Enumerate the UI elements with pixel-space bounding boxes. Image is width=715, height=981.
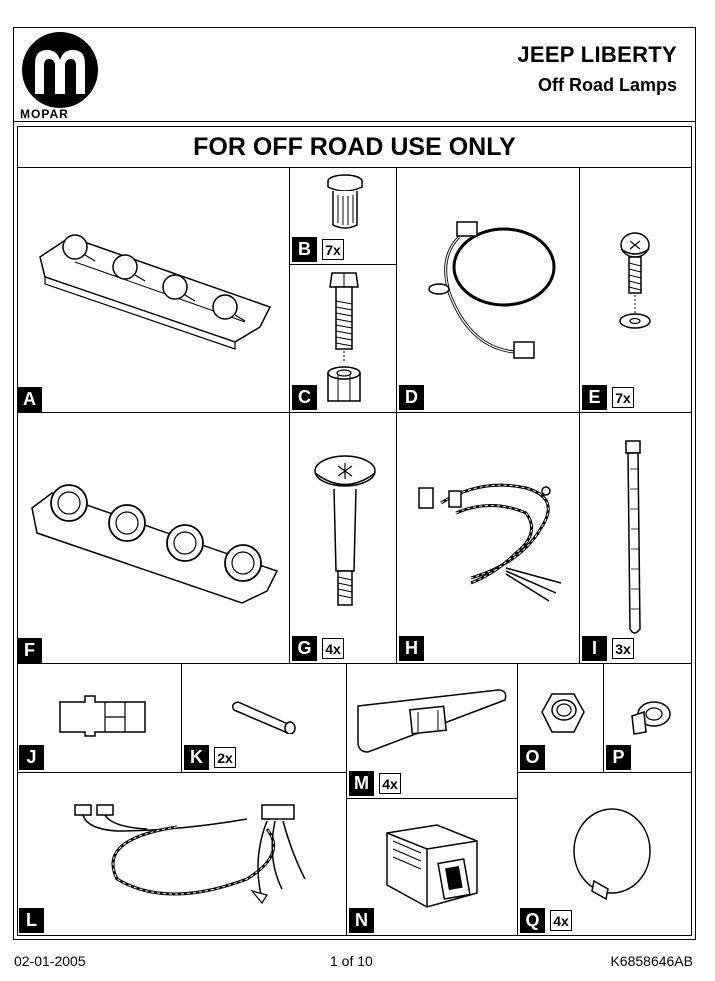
part-label-n: N xyxy=(349,908,374,933)
part-cell-m: M 4x xyxy=(347,664,518,799)
part-label-p: P xyxy=(606,745,631,770)
part-cell-i: I 3x xyxy=(580,413,692,664)
part-cell-o: O xyxy=(518,664,604,773)
quantity-badge-i: 3x xyxy=(612,638,634,659)
part-label-k: K xyxy=(184,745,209,770)
part-label-l: L xyxy=(19,908,44,933)
quantity-badge-q: 4x xyxy=(550,910,572,931)
part-cell-p: P xyxy=(604,664,692,773)
screw-and-washer-illustration xyxy=(619,232,651,329)
header-divider xyxy=(13,121,696,122)
part-cell-c: C xyxy=(290,265,397,413)
part-cell-a: A xyxy=(17,167,290,413)
shoulder-bolt-illustration xyxy=(314,455,376,606)
jumper-harness-illustration xyxy=(74,804,306,905)
splice-tube-illustration xyxy=(231,701,296,734)
part-label-q: Q xyxy=(520,908,545,933)
part-cell-d: D xyxy=(397,167,580,413)
relay-harness-illustration xyxy=(418,483,562,602)
part-label-d: D xyxy=(399,385,424,410)
footer-page-number: 1 of 10 xyxy=(330,953,373,969)
wiring-harness-illustration xyxy=(428,221,556,359)
part-label-f: F xyxy=(17,638,42,663)
part-cell-k: K 2x xyxy=(182,664,347,773)
quantity-badge-k: 2x xyxy=(214,747,236,768)
part-label-i: I xyxy=(582,636,607,661)
part-cell-j: J xyxy=(17,664,182,773)
quantity-badge-g: 4x xyxy=(322,638,344,659)
part-label-j: J xyxy=(19,745,44,770)
part-cell-g: G 4x xyxy=(290,413,397,664)
brand-text: MOPAR xyxy=(20,107,69,121)
lamp-cover-illustration xyxy=(573,808,651,901)
quantity-badge-b: 7x xyxy=(322,239,344,260)
part-cell-h: H xyxy=(397,413,580,664)
quantity-badge-m: 4x xyxy=(379,773,401,794)
document-title: JEEP LIBERTY xyxy=(517,42,677,67)
document-subtitle: Off Road Lamps xyxy=(537,75,677,95)
part-label-h: H xyxy=(399,636,424,661)
part-label-b: B xyxy=(292,237,317,262)
part-cell-n: N xyxy=(347,799,518,936)
footer-date: 02-01-2005 xyxy=(14,953,86,969)
connector-illustration xyxy=(59,695,146,737)
part-cell-b: B 7x xyxy=(290,167,397,265)
part-label-o: O xyxy=(520,745,545,770)
light-bar-assembly-illustration xyxy=(39,234,272,350)
part-label-m: M xyxy=(349,771,374,796)
rocker-switch-illustration xyxy=(386,824,478,908)
page-frame xyxy=(13,27,696,940)
push-clip-illustration xyxy=(631,701,671,735)
part-cell-e: E 7x xyxy=(580,167,692,413)
part-label-g: G xyxy=(292,636,317,661)
part-label-e: E xyxy=(582,385,607,410)
part-label-a: A xyxy=(17,387,42,412)
switch-bezel-plate-illustration xyxy=(357,689,507,753)
mopar-logo: MOPAR xyxy=(14,30,106,125)
footer-part-number: K6858646AB xyxy=(610,953,693,969)
rivet-nut-illustration xyxy=(327,174,363,229)
lamp-bezel-illustration xyxy=(31,484,279,604)
cable-tie-illustration xyxy=(625,440,641,634)
hex-nut-illustration xyxy=(541,693,585,733)
bolt-and-nut-illustration xyxy=(327,272,361,402)
off-road-banner: FOR OFF ROAD USE ONLY xyxy=(17,126,692,168)
part-cell-l: L xyxy=(17,773,347,936)
part-label-c: C xyxy=(292,385,317,410)
part-cell-f: F xyxy=(17,413,290,664)
quantity-badge-e: 7x xyxy=(612,387,634,408)
part-cell-q: Q 4x xyxy=(518,773,692,936)
